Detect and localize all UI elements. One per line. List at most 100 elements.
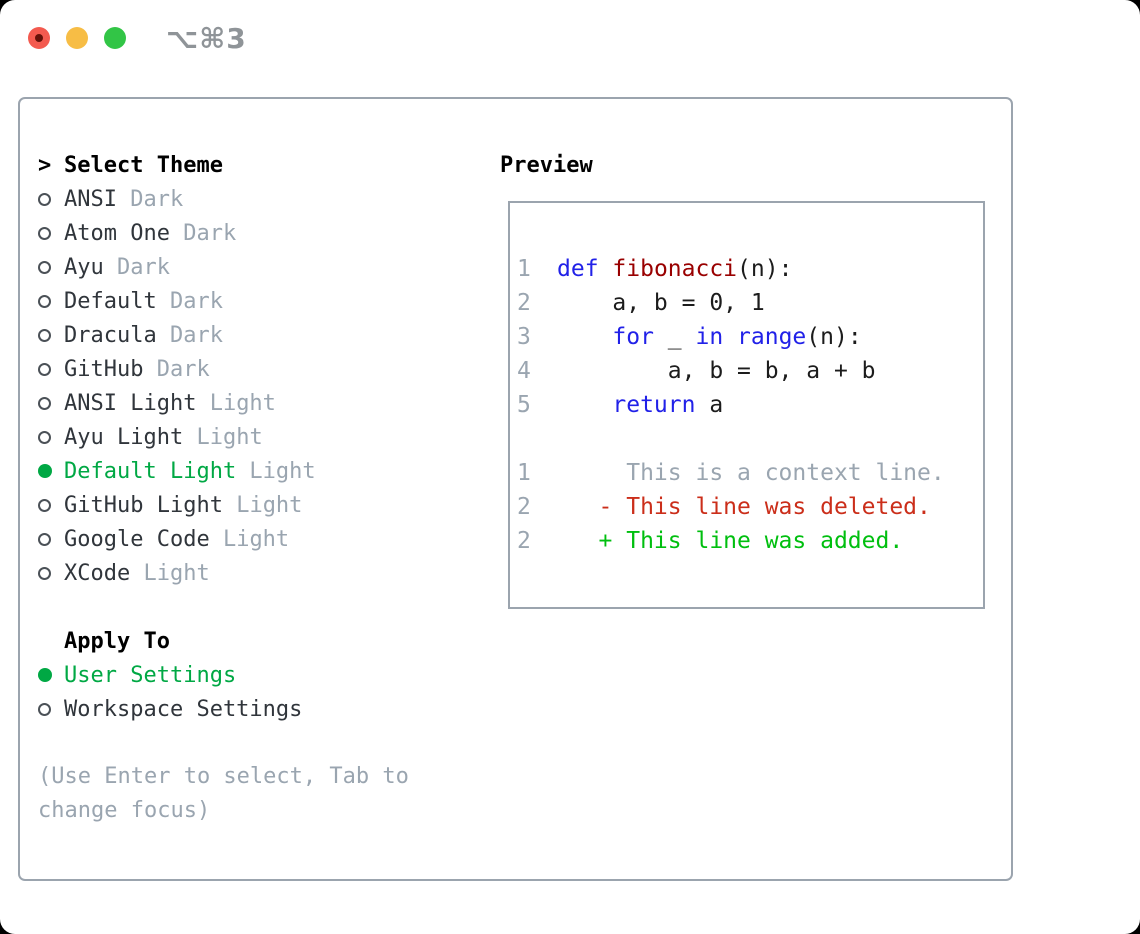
theme-name: Default [64, 288, 157, 314]
theme-item-google-code[interactable]: Google Code Light [38, 522, 500, 556]
theme-variant: Light [209, 526, 290, 552]
radio-icon [38, 532, 64, 546]
code-content: return a [612, 392, 724, 418]
line-number: 5 [517, 392, 531, 418]
apply-to-label: Apply To [64, 628, 170, 654]
line-number: 2 [517, 290, 531, 316]
preview-heading: Preview [500, 148, 1011, 182]
titlebar: ⌥⌘3 [0, 0, 1140, 97]
line-number: 1 [517, 256, 531, 282]
theme-variant: Light [196, 390, 276, 416]
theme-item-ayu[interactable]: Ayu Dark [38, 250, 500, 284]
code-line: 2 a, b = 0, 1 [517, 286, 975, 320]
theme-variant: Light [130, 560, 210, 586]
line-number: 2 [517, 528, 531, 554]
theme-variant: Light [183, 424, 263, 450]
hint-text: (Use Enter to select, Tab to change focu… [38, 764, 409, 823]
theme-name: Dracula [64, 322, 157, 348]
theme-item-xcode[interactable]: XCode Light [38, 556, 500, 590]
theme-item-default[interactable]: Default Dark [38, 284, 500, 318]
code-line: 4 a, b = b, a + b [517, 354, 975, 388]
line-number: 1 [517, 460, 531, 486]
theme-name: GitHub Light [64, 492, 223, 518]
theme-item-dracula[interactable]: Dracula Dark [38, 318, 500, 352]
theme-item-atom-one[interactable]: Atom One Dark [38, 216, 500, 250]
theme-item-github[interactable]: GitHub Dark [38, 352, 500, 386]
line-number: 2 [517, 494, 531, 520]
diff-preview: 1 This is a context line.2 - This line w… [517, 456, 975, 558]
theme-item-ansi[interactable]: ANSI Dark [38, 182, 500, 216]
radio-icon [38, 294, 64, 308]
window-title: ⌥⌘3 [166, 22, 247, 55]
selected-radio-icon [38, 668, 64, 682]
code-line: 1 def fibonacci(n): [517, 252, 975, 286]
zoom-button[interactable] [104, 27, 126, 49]
theme-variant: Dark [116, 186, 184, 212]
theme-name: Atom One [64, 220, 170, 246]
theme-item-ayu-light[interactable]: Ayu Light Light [38, 420, 500, 454]
apply-option-workspace-settings[interactable]: Workspace Settings [38, 692, 500, 726]
theme-item-default-light[interactable]: Default Light Light [38, 454, 500, 488]
select-theme-label: Select Theme [64, 152, 223, 178]
code-line: 5 return a [517, 388, 975, 422]
code-line: 3 for _ in range(n): [517, 320, 975, 354]
diff-content: + This line was added. [557, 528, 904, 554]
diff-line-added: 2 + This line was added. [517, 524, 975, 558]
theme-name: GitHub [64, 356, 144, 382]
theme-name: Default Light [64, 458, 237, 484]
theme-name: ANSI Light [64, 390, 197, 416]
theme-name: Google Code [64, 526, 210, 552]
diff-line-context: 1 This is a context line. [517, 456, 975, 490]
theme-item-ansi-light[interactable]: ANSI Light Light [38, 386, 500, 420]
line-number: 3 [517, 324, 531, 350]
apply-option-label: Workspace Settings [64, 696, 303, 722]
radio-icon [38, 702, 64, 716]
theme-name: ANSI [64, 186, 117, 212]
apply-option-label: User Settings [64, 662, 237, 688]
diff-line-deleted: 2 - This line was deleted. [517, 490, 975, 524]
code-content: a, b = 0, 1 [557, 290, 765, 316]
theme-name: Ayu [64, 254, 104, 280]
radio-icon [38, 192, 64, 206]
theme-name: XCode [64, 560, 131, 586]
radio-icon [38, 226, 64, 240]
radio-icon [38, 498, 64, 512]
radio-icon [38, 396, 64, 410]
code-content: def fibonacci(n): [557, 256, 793, 282]
minimize-button[interactable] [66, 27, 88, 49]
theme-variant: Light [222, 492, 303, 518]
theme-variant: Light [236, 458, 316, 484]
theme-name: Ayu Light [64, 424, 184, 450]
apply-to-heading: Apply To [38, 624, 500, 658]
select-theme-heading: > Select Theme [38, 148, 500, 182]
theme-variant: Dark [103, 254, 170, 280]
theme-item-github-light[interactable]: GitHub Light Light [38, 488, 500, 522]
line-number: 4 [517, 358, 531, 384]
diff-content: - This line was deleted. [557, 494, 931, 520]
preview-blank-line [517, 422, 975, 456]
diff-content: This is a context line. [557, 460, 945, 486]
theme-variant: Dark [156, 322, 223, 348]
theme-variant: Dark [169, 220, 237, 246]
theme-variant: Dark [143, 356, 210, 382]
preview-label: Preview [500, 152, 593, 178]
radio-icon [38, 430, 64, 444]
radio-icon [38, 260, 64, 274]
prompt-caret-icon: > [38, 152, 52, 178]
code-content: a, b = b, a + b [557, 358, 876, 384]
close-button[interactable] [28, 27, 50, 49]
radio-icon [38, 328, 64, 342]
close-dot-icon [35, 34, 43, 42]
radio-icon [38, 566, 64, 580]
apply-option-user-settings[interactable]: User Settings [38, 658, 500, 692]
code-content: for _ in range(n): [612, 324, 862, 350]
selected-radio-icon [38, 464, 64, 478]
